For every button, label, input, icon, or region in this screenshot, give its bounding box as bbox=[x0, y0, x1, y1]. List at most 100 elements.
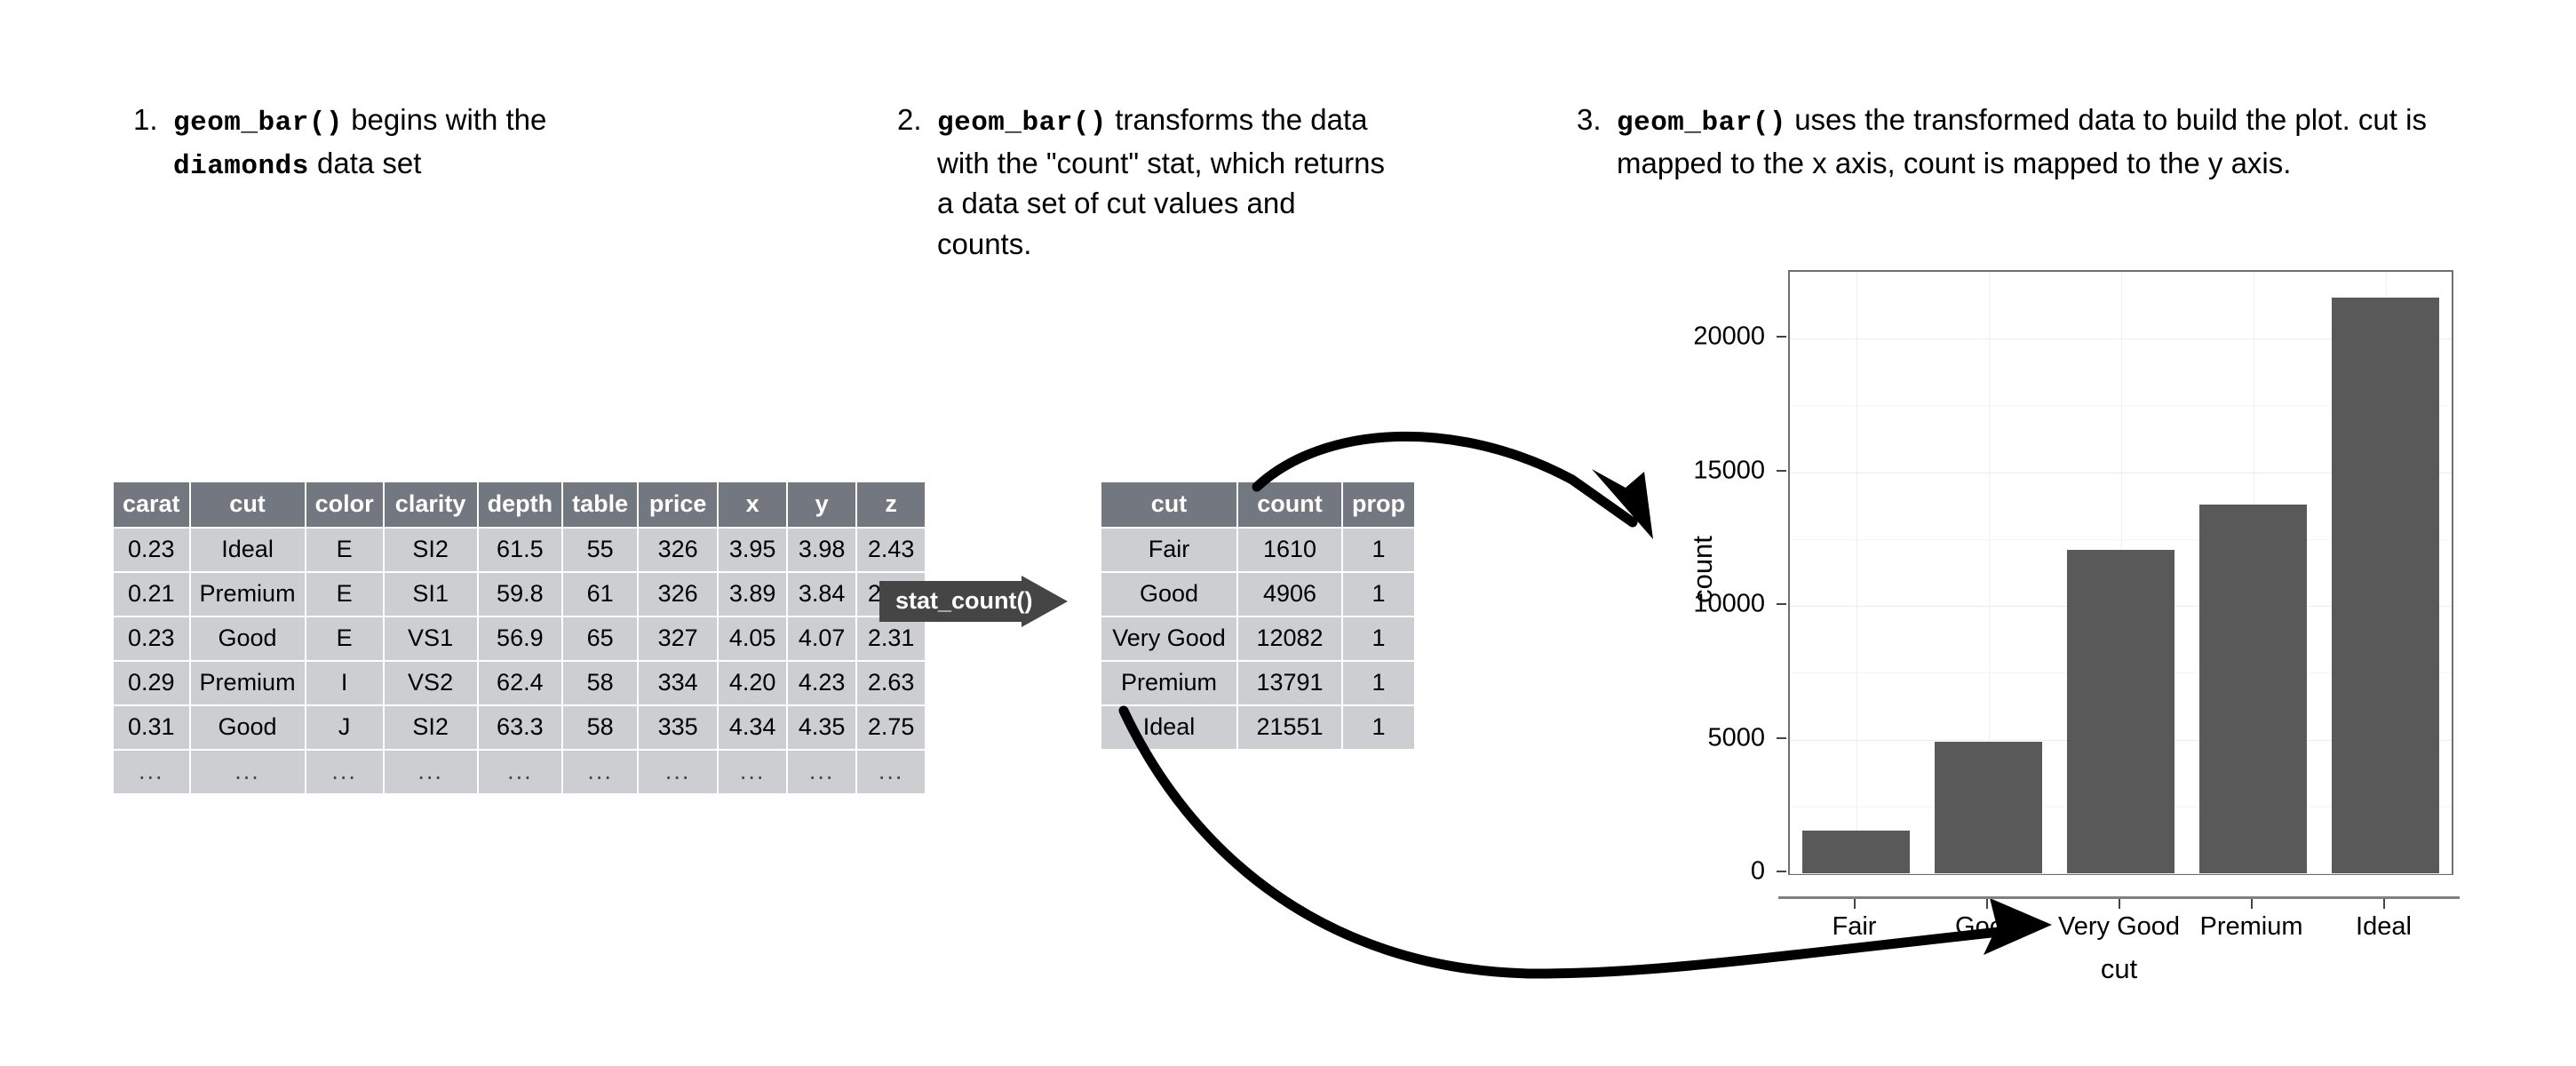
cell-cut-0: Ideal bbox=[190, 529, 305, 571]
cell-z-2: 2.31 bbox=[857, 617, 926, 660]
cell-z-4: 2.75 bbox=[857, 706, 926, 749]
cell-color-1: E bbox=[306, 573, 383, 616]
step-2-number: 2. bbox=[897, 103, 922, 136]
column-header-color: color bbox=[306, 482, 383, 527]
x-tick-mark bbox=[2118, 899, 2120, 909]
counts-cell-count-3: 13791 bbox=[1238, 662, 1341, 704]
y-tick-mark bbox=[1777, 603, 1786, 606]
counts-cell-cut-4: Ideal bbox=[1101, 706, 1236, 749]
counts-column-header-count: count bbox=[1238, 482, 1341, 527]
step-2-run-1: transforms the data with the "count" sta… bbox=[937, 103, 1385, 260]
column-header-z: z bbox=[857, 482, 926, 527]
step-2-caption: 2. geom_bar() transforms the data with t… bbox=[897, 99, 1395, 264]
cell-y-3: 4.23 bbox=[788, 662, 856, 704]
counts-cell-prop-2: 1 bbox=[1343, 617, 1414, 660]
column-header-table: table bbox=[563, 482, 638, 527]
bar-good bbox=[1934, 742, 2043, 873]
counts-cell-count-4: 21551 bbox=[1238, 706, 1341, 749]
cell-clarity-0: SI2 bbox=[384, 529, 477, 571]
counts-cell-count-2: 12082 bbox=[1238, 617, 1341, 660]
cell-x-3: 4.20 bbox=[719, 662, 787, 704]
gridline-major bbox=[1790, 873, 2452, 874]
cell-cut-1: Premium bbox=[190, 573, 305, 616]
counts-cell-count-0: 1610 bbox=[1238, 529, 1341, 571]
counts-column-header-cut: cut bbox=[1101, 482, 1236, 527]
cell-cut-4: Good bbox=[190, 706, 305, 749]
counts-cell-cut-3: Premium bbox=[1101, 662, 1236, 704]
cell-depth-5: ... bbox=[478, 751, 562, 793]
x-tick-label-fair: Fair bbox=[1832, 912, 1877, 941]
cell-z-0: 2.43 bbox=[857, 529, 926, 571]
column-header-carat: carat bbox=[114, 482, 189, 527]
counts-cell-cut-2: Very Good bbox=[1101, 617, 1236, 660]
x-tick-label-premium: Premium bbox=[2199, 912, 2303, 941]
cell-color-0: E bbox=[306, 529, 383, 571]
cell-clarity-4: SI2 bbox=[384, 706, 477, 749]
y-tick-label: 15000 bbox=[1693, 456, 1765, 485]
gridline-vertical bbox=[1856, 272, 1857, 873]
counts-cell-prop-1: 1 bbox=[1343, 573, 1414, 616]
cell-clarity-1: SI1 bbox=[384, 573, 477, 616]
cell-table-0: 55 bbox=[563, 529, 638, 571]
step-3-text: geom_bar() uses the transformed data to … bbox=[1617, 99, 2518, 183]
column-header-x: x bbox=[719, 482, 787, 527]
x-tick-label-very-good: Very Good bbox=[2057, 912, 2181, 941]
bar-premium bbox=[2198, 505, 2308, 873]
column-header-cut: cut bbox=[190, 482, 305, 527]
cell-table-2: 65 bbox=[563, 617, 638, 660]
step-3-run-1: uses the transformed data to build the p… bbox=[1617, 103, 2427, 179]
cell-carat-1: 0.21 bbox=[114, 573, 189, 616]
cell-cut-2: Good bbox=[190, 617, 305, 660]
cell-price-4: 335 bbox=[639, 706, 718, 749]
cell-table-3: 58 bbox=[563, 662, 638, 704]
cell-table-4: 58 bbox=[563, 706, 638, 749]
cell-y-0: 3.98 bbox=[788, 529, 856, 571]
bar-fair bbox=[1801, 830, 1911, 873]
stat-count-arrow-shape bbox=[879, 576, 1068, 627]
bar-very-good bbox=[2066, 550, 2175, 873]
cell-y-5: ... bbox=[788, 751, 856, 793]
step-3-run-0: geom_bar() bbox=[1617, 107, 1787, 139]
step-2-text: geom_bar() transforms the data with the … bbox=[937, 99, 1395, 264]
cell-y-2: 4.07 bbox=[788, 617, 856, 660]
cell-z-3: 2.63 bbox=[857, 662, 926, 704]
cell-carat-2: 0.23 bbox=[114, 617, 189, 660]
table-row: .............................. bbox=[114, 751, 926, 793]
x-tick-label-good: Good bbox=[1955, 912, 2018, 941]
step-1-run-1: begins with the bbox=[343, 103, 547, 136]
stat-count-label: stat_count() bbox=[895, 587, 1033, 614]
step-1-run-2: diamonds bbox=[173, 150, 309, 182]
cell-x-4: 4.34 bbox=[719, 706, 787, 749]
y-tick-mark bbox=[1777, 469, 1786, 472]
cell-depth-1: 59.8 bbox=[478, 573, 562, 616]
x-tick-mark bbox=[2382, 899, 2385, 909]
x-axis-title: cut bbox=[2100, 953, 2138, 984]
y-tick-mark bbox=[1777, 736, 1786, 739]
cell-carat-5: ... bbox=[114, 751, 189, 793]
cell-x-0: 3.95 bbox=[719, 529, 787, 571]
cell-y-1: 3.84 bbox=[788, 573, 856, 616]
cell-carat-0: 0.23 bbox=[114, 529, 189, 571]
plot-panel bbox=[1788, 270, 2453, 875]
cell-depth-2: 56.9 bbox=[478, 617, 562, 660]
step-3-number: 3. bbox=[1577, 103, 1602, 136]
cell-y-4: 4.35 bbox=[788, 706, 856, 749]
x-tick-mark bbox=[2250, 899, 2253, 909]
cell-clarity-3: VS2 bbox=[384, 662, 477, 704]
y-tick-label: 20000 bbox=[1693, 322, 1765, 351]
stat-count-arrow: stat_count() bbox=[879, 576, 1068, 627]
y-tick-mark bbox=[1777, 871, 1786, 872]
cell-clarity-5: ... bbox=[384, 751, 477, 793]
counts-cell-cut-1: Good bbox=[1101, 573, 1236, 616]
